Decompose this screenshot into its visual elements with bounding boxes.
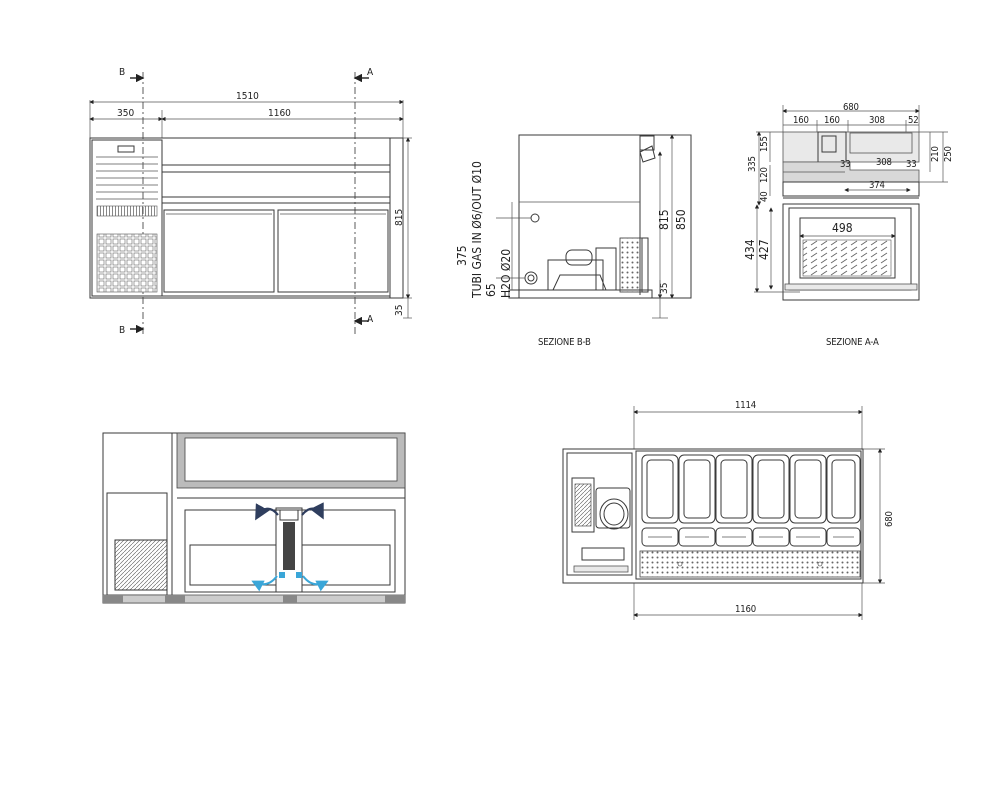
dim-375: 375: [455, 245, 469, 266]
front-vent-louvers: [96, 163, 158, 200]
gn-pans-row: [641, 454, 861, 524]
small-pans-row: [641, 527, 861, 547]
dim-850-bb: 850: [674, 209, 688, 230]
dim-1510: 1510: [236, 91, 259, 102]
dim-35-front: 35: [394, 305, 405, 316]
internal-airflow-view: [102, 432, 406, 604]
section-bb-view: 375 65 TUBI GAS IN Ø6/OUT Ø10 H2O Ø20 81…: [455, 134, 692, 348]
dim-210: 210: [930, 146, 941, 162]
dim-498: 498: [832, 221, 853, 235]
dim-1114: 1114: [735, 400, 756, 411]
dim-120: 120: [759, 167, 770, 183]
dim-40: 40: [759, 192, 770, 202]
dim-155: 155: [759, 136, 770, 152]
dim-250: 250: [943, 146, 954, 162]
section-aa-caption: SEZIONE A-A: [826, 337, 879, 348]
dim-680-aa: 680: [843, 102, 859, 113]
dim-350: 350: [117, 108, 134, 119]
dim-335: 335: [747, 156, 758, 172]
dim-815-bb: 815: [657, 209, 671, 230]
front-view: 1510 350 1160 B B A A: [89, 67, 412, 336]
dim-434: 434: [743, 239, 757, 260]
dim-815-front: 815: [394, 209, 405, 226]
dim-308-a: 308: [869, 115, 885, 126]
dim-1160: 1160: [268, 108, 291, 119]
compressor-unit: [547, 237, 649, 293]
section-aa-view: 680 160 160 308 52 33 308 33 374 335 155…: [743, 102, 954, 348]
section-a-bottom: A: [367, 314, 374, 325]
dim-65: 65: [484, 283, 498, 297]
dim-427: 427: [757, 239, 771, 260]
section-b-bottom: B: [119, 325, 125, 336]
dim-35-bb: 35: [659, 283, 670, 294]
dim-308-b: 308: [876, 157, 892, 168]
section-bb-caption: SEZIONE B-B: [538, 337, 591, 348]
dim-33-a: 33: [840, 159, 850, 170]
section-a-top: A: [367, 67, 374, 78]
dim-1160-top: 1160: [735, 604, 756, 615]
dim-33-b: 33: [906, 159, 916, 170]
gas-tubes-label: TUBI GAS IN Ø6/OUT Ø10: [470, 161, 484, 299]
dim-52: 52: [908, 115, 918, 126]
section-b-top: B: [119, 67, 125, 78]
dim-680-top: 680: [884, 511, 895, 527]
dim-160-b: 160: [824, 115, 840, 126]
top-plan-view: 1114: [562, 400, 895, 620]
water-label: H2O Ø20: [499, 249, 513, 298]
dim-374: 374: [869, 180, 885, 191]
dim-160-a: 160: [793, 115, 809, 126]
